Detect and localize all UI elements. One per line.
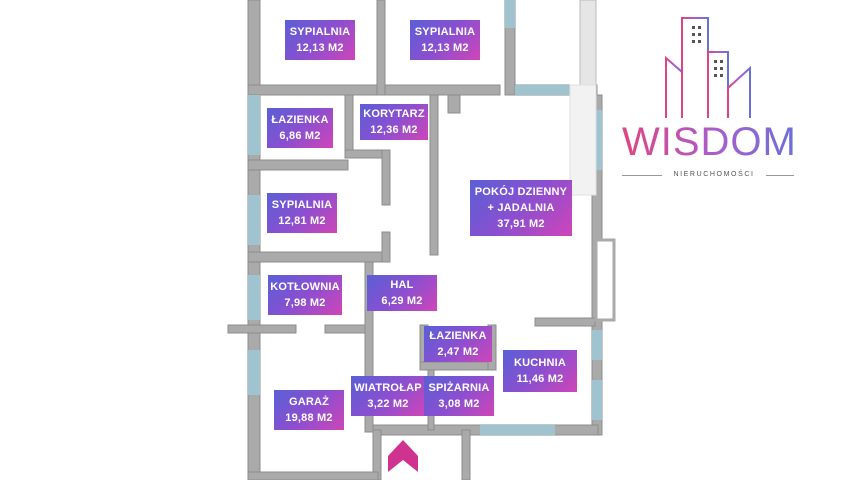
logo-divider-right <box>766 175 794 176</box>
bay-window <box>594 238 616 322</box>
logo-divider-left <box>622 175 662 176</box>
entrance-arrow-icon <box>388 440 418 472</box>
logo-wordmark: WISDOM <box>622 120 797 164</box>
balcony <box>569 84 597 196</box>
windows <box>248 0 602 435</box>
logo-subtitle: NIERUCHOMOŚCI <box>673 171 755 178</box>
wisdom-logo-buildings-icon <box>665 17 751 118</box>
